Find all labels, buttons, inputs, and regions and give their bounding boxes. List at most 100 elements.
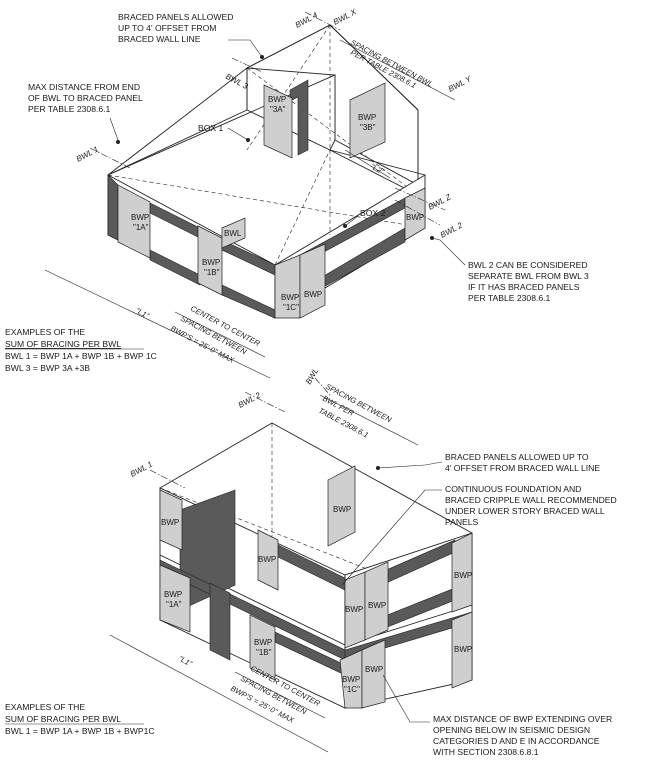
note-braced-offset-3: BRACED WALL LINE bbox=[118, 34, 201, 44]
b-note-max-1: MAX DISTANCE OF BWP EXTENDING OVER bbox=[433, 714, 612, 724]
label-l1: "L1" bbox=[134, 306, 151, 321]
bottom-examples-line-1: BWL 1 = BWP 1A + BWP 1B + BWP1C bbox=[5, 726, 155, 736]
label-3a: "3A" bbox=[270, 105, 286, 114]
front-solid-left bbox=[107, 174, 119, 241]
b-note-foundation-1: CONTINUOUS FOUNDATION AND bbox=[445, 484, 581, 494]
tag-bwl2: BWL 2 bbox=[439, 220, 465, 239]
bwl3-line bbox=[231, 57, 263, 73]
note-braced-offset-2: UP TO 4' OFFSET FROM bbox=[118, 23, 216, 33]
b-label-1b: "1B" bbox=[256, 648, 272, 657]
top-examples-line-2: BWL 3 = BWP 3A +3B bbox=[5, 363, 90, 373]
b-tag-bwl: BWL bbox=[304, 366, 320, 386]
box2-leader bbox=[344, 215, 359, 227]
b-label-bwp-1b: BWP bbox=[254, 638, 272, 647]
b-note-foundation-2: BRACED CRIPPLE WALL RECOMMENDED bbox=[445, 495, 617, 505]
label-bwp-1a: BWP bbox=[131, 213, 149, 222]
box2-diagonal-b bbox=[274, 149, 331, 266]
label-bwl-small: BWL bbox=[224, 229, 242, 238]
note-max-distance-dot bbox=[116, 140, 120, 144]
top-examples-heading: EXAMPLES OF THE bbox=[5, 327, 85, 337]
top-examples-line-1: BWL 1 = BWP 1A + BWP 1B + BWP 1C bbox=[5, 351, 157, 361]
tag-bwlx: BWL X bbox=[332, 7, 359, 27]
tag-bwl1: BWL 1 bbox=[75, 145, 100, 164]
b-label-bwp-offset: BWP bbox=[333, 505, 351, 514]
lower-back-right bbox=[329, 149, 426, 176]
panel-1c-right bbox=[299, 243, 326, 319]
panel-bwl-small bbox=[221, 217, 246, 249]
b-label-1c: "1C" bbox=[344, 685, 360, 694]
bwlz-line bbox=[394, 187, 446, 211]
b-note-max-leader bbox=[382, 674, 430, 723]
box2-dot bbox=[343, 224, 347, 228]
bottom-panel-upper-corner-b bbox=[364, 561, 389, 641]
label-bwp-3b: BWP bbox=[358, 113, 376, 122]
bottom-diagram: BWP BWP "1A" BWP BWP "1B" BWP BWP BWP BW… bbox=[5, 366, 617, 757]
b-note-offset-leader bbox=[377, 461, 443, 469]
bottom-panel-1b bbox=[249, 614, 276, 681]
note-bwl2-4: PER TABLE 2308.6.1 bbox=[468, 293, 551, 303]
label-3b: "3B" bbox=[360, 123, 376, 132]
label-bwp-1c: BWP bbox=[281, 293, 299, 302]
b-label-1a: "1A" bbox=[166, 600, 182, 609]
note-bwl2-1: BWL 2 CAN BE CONSIDERED bbox=[468, 260, 588, 270]
b-label-bwp-corner-b: BWP bbox=[368, 601, 386, 610]
note-braced-offset-dot bbox=[260, 55, 264, 59]
lower-back-edge bbox=[107, 109, 248, 176]
bottom-panel-upper-left bbox=[159, 489, 183, 551]
note-max-distance-1: MAX DISTANCE FROM END bbox=[28, 82, 140, 92]
label-1b: "1B" bbox=[204, 268, 220, 277]
box2-label: BOX 2 bbox=[360, 208, 386, 218]
b-note-max-2: OPENING BELOW IN SEISMIC DESIGN bbox=[433, 725, 590, 735]
label-1c: "1C" bbox=[283, 303, 299, 312]
bottom-panel-1a bbox=[159, 564, 191, 633]
bottom-panel-right-upper bbox=[451, 532, 473, 613]
l1-dim-line bbox=[44, 269, 271, 379]
b-label-bwp-corner-a: BWP bbox=[345, 605, 363, 614]
panel-1a bbox=[117, 184, 151, 259]
bottom-panel-right-lower bbox=[451, 611, 473, 689]
b-spacing-line bbox=[319, 394, 419, 446]
b-note-offset-1: BRACED PANELS ALLOWED UP TO bbox=[445, 452, 589, 462]
bottom-lower-post bbox=[209, 582, 231, 661]
b-label-bwp-upper-mid: BWP bbox=[258, 555, 276, 564]
panel-1b bbox=[197, 225, 223, 296]
b-label-bwp-right-upper: BWP bbox=[454, 571, 472, 580]
b-note-offset-2: 4' OFFSET FROM BRACED WALL LINE bbox=[445, 463, 600, 473]
b-label-bwp-upper-left: BWP bbox=[161, 518, 179, 527]
spacing-dim-line bbox=[339, 39, 456, 101]
b-label-bwp-1c-right: BWP bbox=[365, 665, 383, 674]
b-note-max-4: WITH SECTION 2308.6.8.1 bbox=[433, 747, 539, 757]
upper-roof-edge-a bbox=[246, 24, 331, 69]
tag-bwly: BWL Y bbox=[447, 74, 474, 94]
b-bwl-line bbox=[314, 377, 331, 396]
b-note-max-3: CATEGORIES D AND E IN ACCORDANCE bbox=[433, 736, 600, 746]
bwl1-line bbox=[89, 147, 131, 169]
b-bwl1-line bbox=[149, 469, 186, 489]
panel-bwl2 bbox=[404, 187, 426, 241]
note-braced-offset-leader bbox=[228, 39, 263, 58]
b-tag-bwl2: BWL 2 bbox=[237, 390, 263, 409]
tag-bwl4: BWL 4 bbox=[294, 10, 320, 29]
top-diagram: BWP "3A" BWP "3B" BWP "1A" BWP "1B" BWL … bbox=[5, 7, 589, 379]
top-examples-underlined: SUM OF BRACING PER BWL bbox=[5, 339, 121, 349]
note-bwl2-2: SEPARATE BWL FROM BWL 3 bbox=[468, 271, 589, 281]
bottom-examples-underlined: SUM OF BRACING PER BWL bbox=[5, 714, 121, 724]
b-note-offset-dot bbox=[376, 466, 380, 470]
box1-dot bbox=[246, 138, 250, 142]
label-bwp-3a: BWP bbox=[268, 95, 286, 104]
b-note-foundation-4: PANELS bbox=[445, 517, 479, 527]
b-tag-bwl1: BWL 1 bbox=[129, 460, 154, 479]
b-label-bwp-right-lower: BWP bbox=[454, 645, 472, 654]
box1-diagonal-a bbox=[246, 67, 419, 196]
b-note-foundation-3: UNDER LOWER STORY BRACED WALL bbox=[445, 506, 605, 516]
l2-dim-line bbox=[344, 149, 391, 179]
b-label-bwp-1c: BWP bbox=[342, 675, 360, 684]
bottom-panel-upper-mid bbox=[257, 529, 279, 591]
b-l1-line bbox=[109, 634, 329, 753]
b-bwl2-line bbox=[244, 391, 286, 413]
b-note-foundation-leader bbox=[341, 489, 442, 586]
bwl2-line bbox=[394, 199, 441, 226]
label-bwp-1b: BWP bbox=[202, 258, 220, 267]
note-bwl2-dot bbox=[430, 236, 434, 240]
b-label-l1: "L1" bbox=[177, 654, 194, 669]
